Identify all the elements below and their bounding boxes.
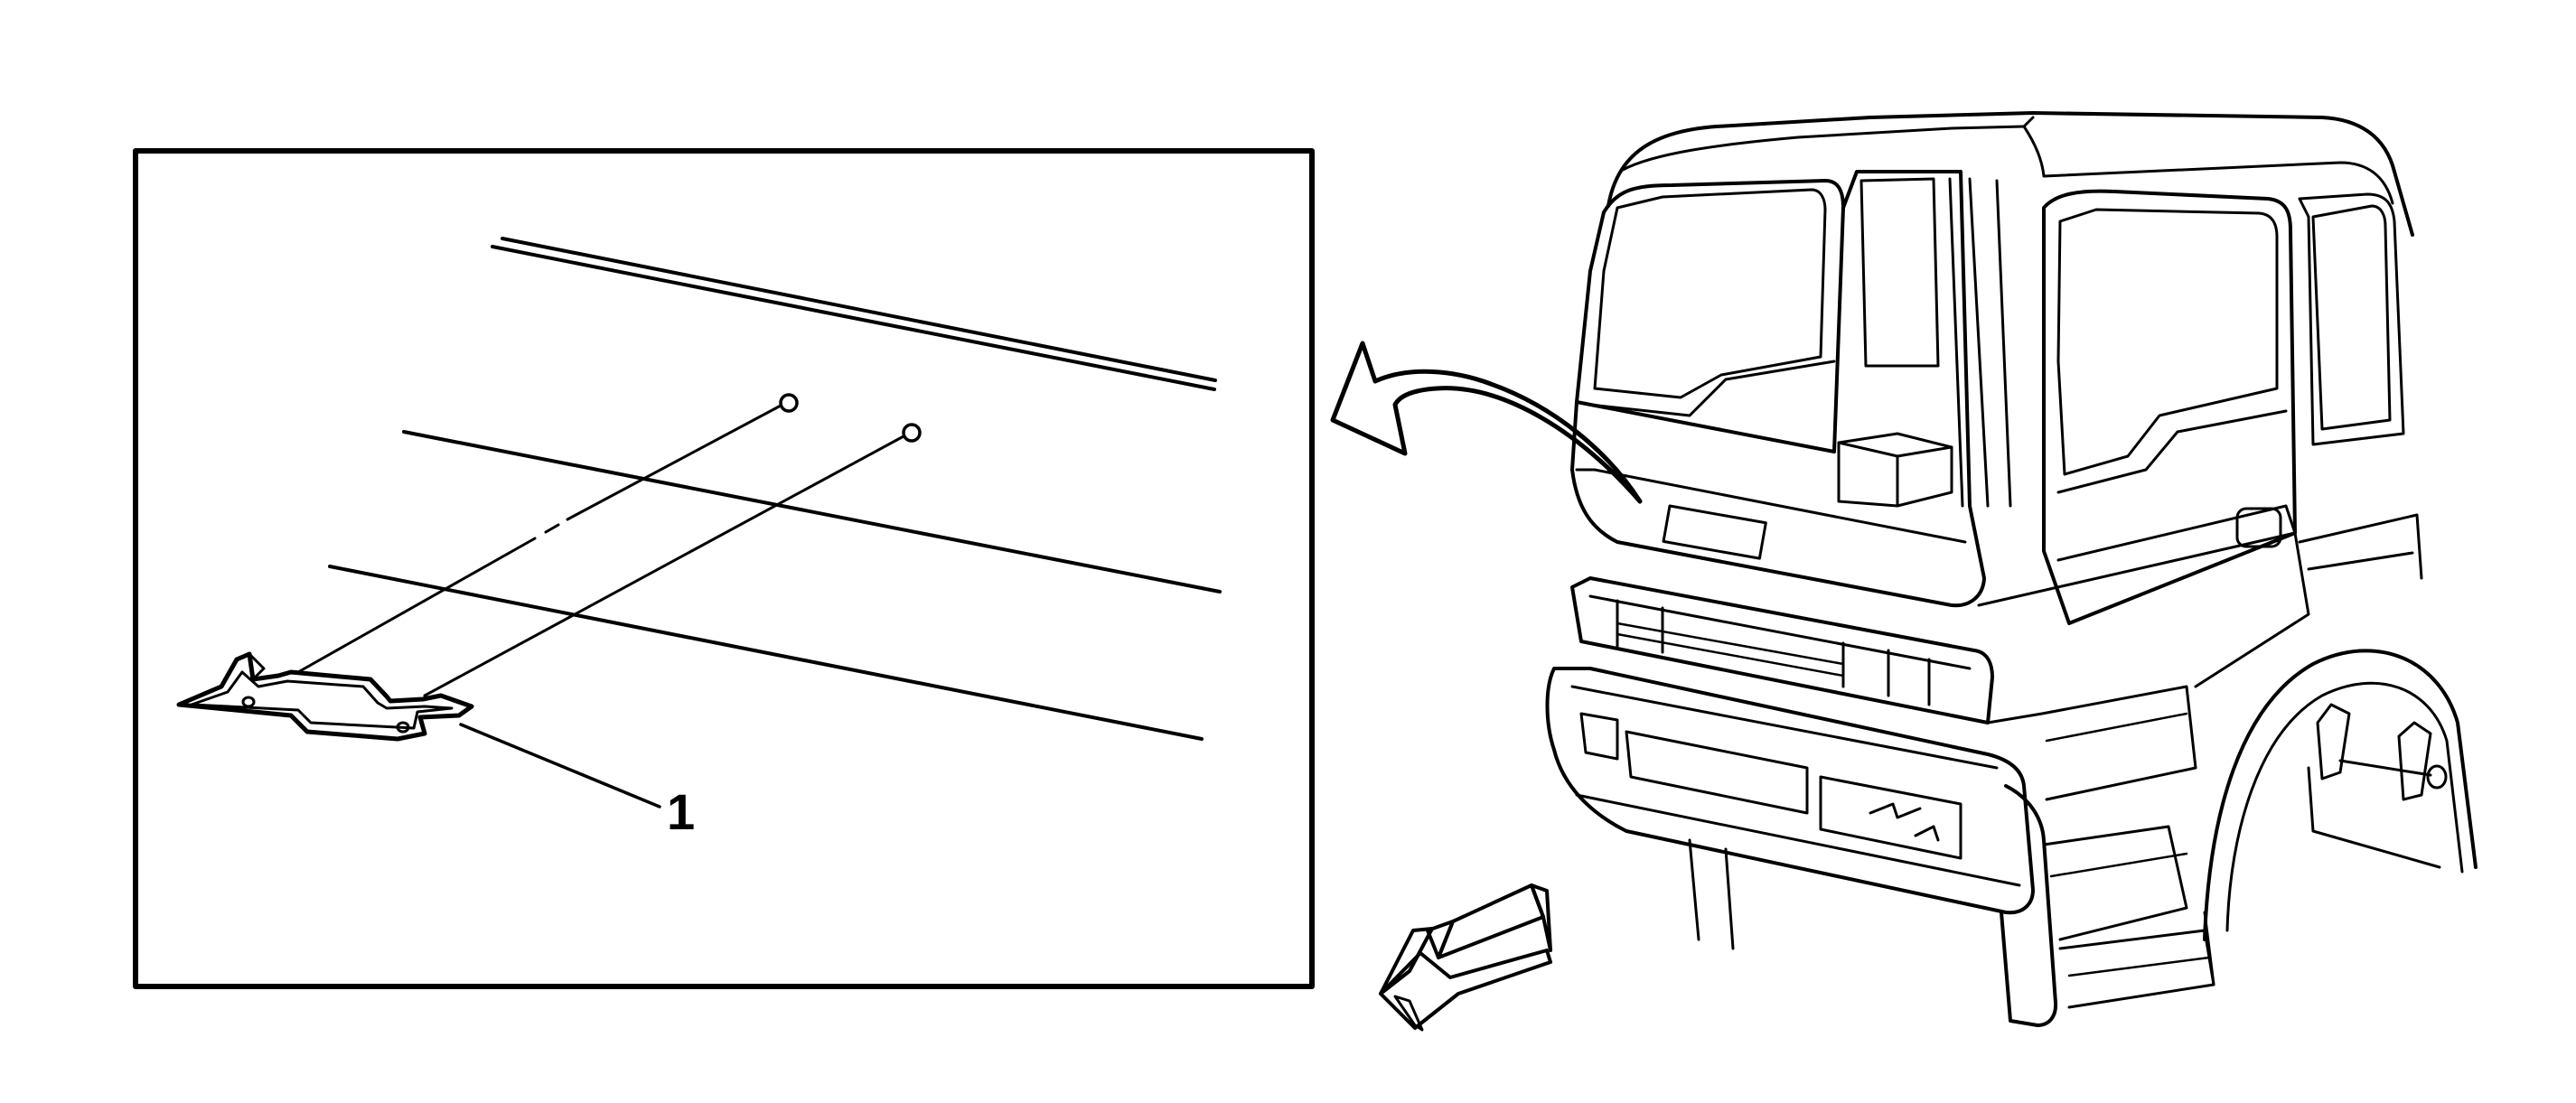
truck-cab-illustration: [1545, 111, 2478, 1027]
emblem-stud-left: [779, 393, 799, 413]
detail-view-panel: 1: [133, 148, 1315, 989]
front-nameplate: [1662, 504, 1767, 560]
front-direction-arrow-icon: [1379, 883, 1552, 1032]
bowtie-emblem: [176, 651, 474, 742]
callout-leader-line: [459, 723, 661, 809]
curved-arrow-icon: [1330, 341, 1643, 504]
installation-guide-lines: [296, 404, 905, 697]
callout-label: 1: [667, 783, 695, 840]
body-contour-lines: [328, 237, 1222, 741]
emblem-stud-right: [902, 423, 922, 443]
door-handle: [2235, 507, 2282, 548]
callout-1: 1: [459, 723, 695, 840]
detail-view-frame: [133, 148, 1315, 989]
